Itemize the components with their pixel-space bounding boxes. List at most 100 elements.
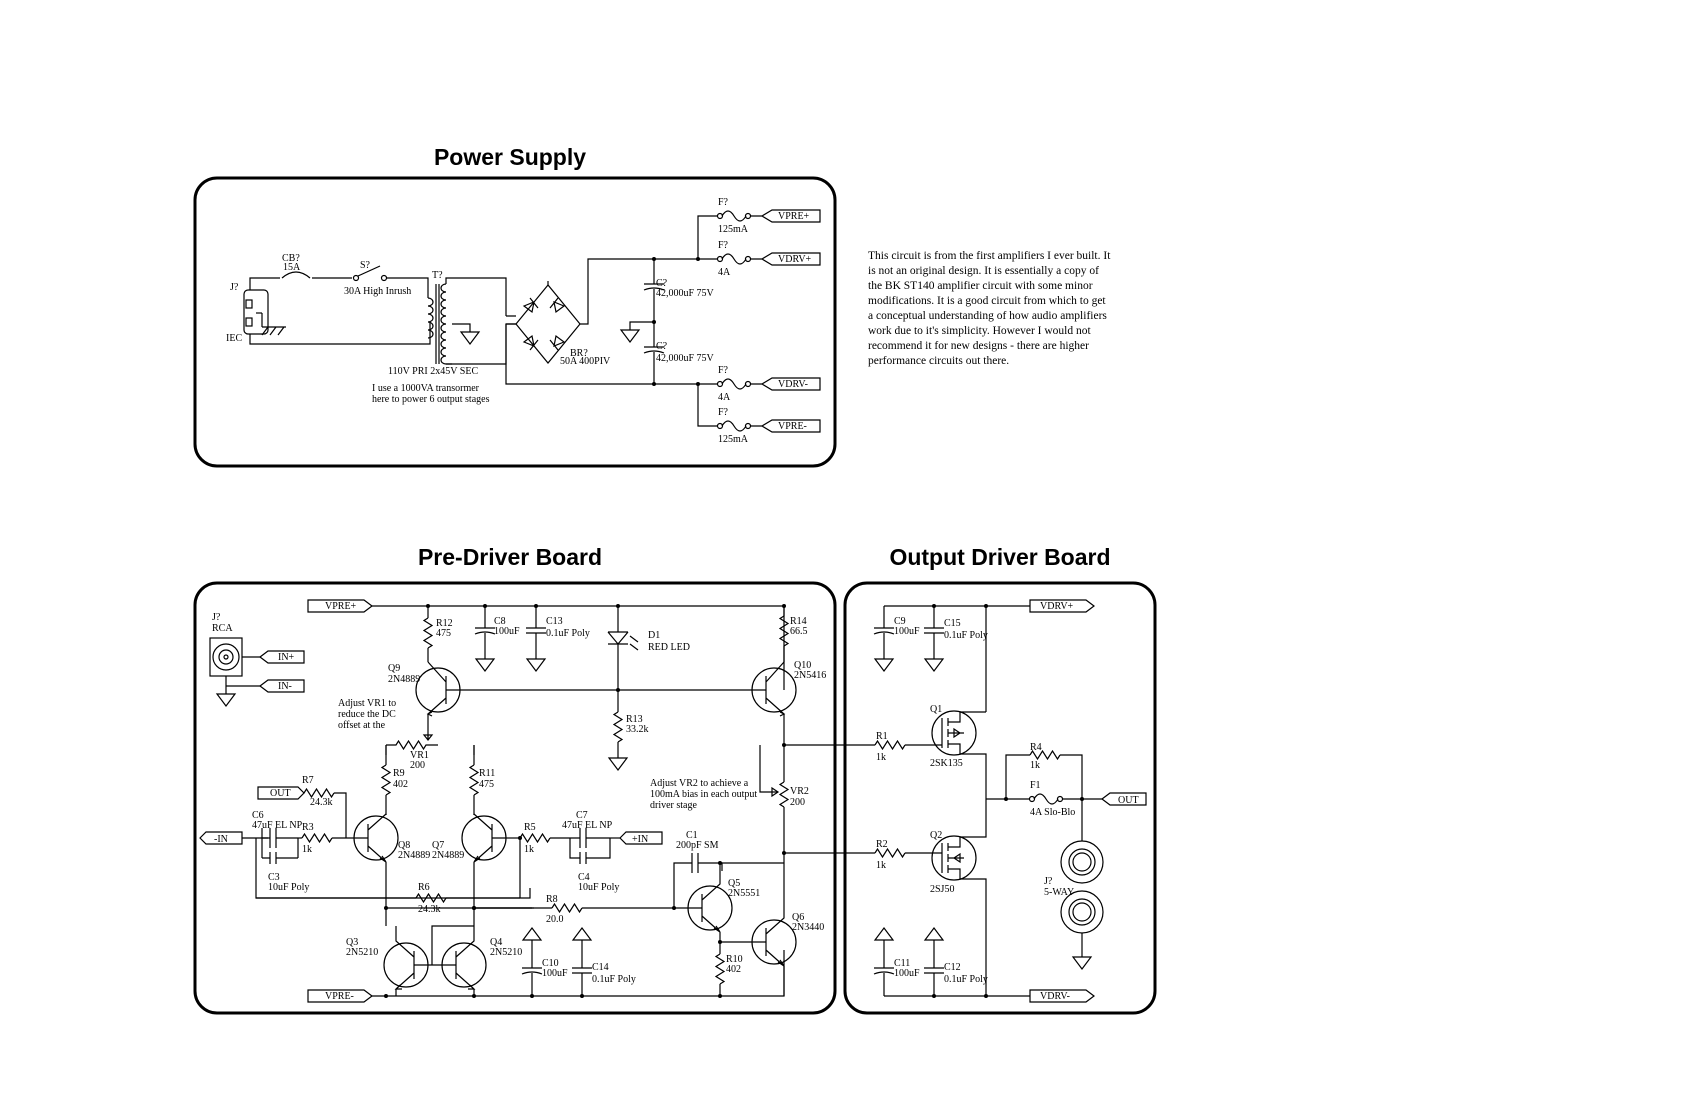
cb-ref: CB?	[282, 253, 300, 264]
fuse-ref: F?	[718, 240, 729, 251]
description-line: modifications. It is a good circuit from…	[868, 295, 1106, 307]
description-line: recommend it for new designs - there are…	[868, 340, 1089, 352]
q1-value: 2SK135	[930, 758, 963, 769]
binding-post-value: 5-WAY	[1044, 887, 1074, 898]
r8-value: 20.0	[546, 914, 564, 925]
c3-value: 10uF Poly	[268, 882, 309, 893]
r3-ref: R3	[302, 822, 314, 833]
fuse-value: 125mA	[718, 434, 749, 445]
fuse-vpre-plus: F? 125mA	[716, 197, 752, 235]
c6-ref: C6	[252, 810, 264, 821]
q4-value: 2N5210	[490, 947, 522, 958]
pre-driver-frame	[193, 581, 837, 1015]
r6-value: 24.3k	[418, 904, 441, 915]
q2-value: 2SJ50	[930, 884, 954, 895]
q10-value: 2N5416	[794, 670, 826, 681]
vr1-note-line: Adjust VR1 to	[338, 698, 396, 709]
transistor-q9: Q9 2N4889	[388, 661, 461, 717]
port-vpre-minus: VPRE-	[760, 419, 821, 433]
r12-ref: R12	[436, 618, 453, 629]
transistor-q10: Q10 2N5416	[751, 660, 826, 717]
port-vdrv-plus-in: VDRV+	[1029, 599, 1095, 613]
r7-value: 24.3k	[310, 797, 333, 808]
q4-ref: Q4	[490, 937, 502, 948]
cap-top-ref: C?	[656, 278, 668, 289]
port-out: OUT	[1101, 792, 1147, 806]
transformer-ref: T?	[432, 270, 443, 281]
fuse-value: 4A	[718, 267, 731, 278]
port-vdrv-minus: VDRV-	[760, 377, 821, 391]
c15-value: 0.1uF Poly	[944, 630, 988, 641]
q5-value: 2N5551	[728, 888, 760, 899]
bridge-ref: BR?	[570, 348, 588, 359]
cap-c1: C1 200pF SM	[673, 830, 723, 908]
c13-ref: C13	[546, 616, 563, 627]
cap-c12: C12 0.1uF Poly	[923, 927, 988, 996]
r6-ref: R6	[418, 882, 430, 893]
svg-text:IN+: IN+	[278, 652, 295, 663]
q8-value: 2N4889	[398, 850, 430, 861]
power-supply-frame	[193, 176, 837, 468]
vr1-note-line: offset at the	[338, 720, 386, 731]
bridge-value: 50A 400PIV	[560, 356, 611, 367]
svg-text:IN-: IN-	[278, 681, 292, 692]
r5-ref: R5	[524, 822, 536, 833]
r14-value: 66.5	[790, 626, 808, 637]
led-d1: D1 RED LED	[607, 606, 690, 690]
cap-c6: C6 47uF EL NP	[252, 810, 303, 864]
vr2-ref: VR2	[790, 786, 809, 797]
transformer-note-line: here to power 6 output stages	[372, 394, 490, 405]
description-line: work due to it's simplicity. However I w…	[868, 325, 1091, 337]
r14-ref: R14	[790, 616, 807, 627]
description-line: This circuit is from the first amplifier…	[868, 250, 1111, 262]
r9-value: 402	[393, 779, 408, 790]
port-out-feedback: OUT	[257, 786, 305, 800]
fuse-ref: F?	[718, 197, 729, 208]
r9-ref: R9	[393, 768, 405, 779]
c10-ref: C10	[542, 958, 559, 969]
svg-text:+IN: +IN	[632, 834, 648, 845]
rca-value: RCA	[212, 623, 233, 634]
c12-ref: C12	[944, 962, 961, 973]
binding-post-ref: J?	[1044, 876, 1053, 887]
r11-value: 475	[479, 779, 494, 790]
description-line: the BK ST140 amplifier circuit with some…	[868, 280, 1093, 292]
c4-ref: C4	[578, 872, 590, 883]
iec-connector: J? IEC	[226, 282, 286, 344]
port-vdrv-plus: VDRV+	[760, 252, 821, 266]
rca-ref: J?	[212, 612, 221, 623]
description-text: This circuit is from the first amplifier…	[868, 250, 1111, 367]
c10-value: 100uF	[542, 968, 568, 979]
cap-c8: C8 100uF	[474, 606, 520, 659]
c4-value: 10uF Poly	[578, 882, 619, 893]
description-line: is not an original design. It is essenti…	[868, 265, 1099, 277]
q6-ref: Q6	[792, 912, 804, 923]
switch-value: 30A High Inrush	[344, 286, 411, 297]
cap-c15: C15 0.1uF Poly	[924, 606, 988, 659]
svg-text:VPRE+: VPRE+	[778, 211, 810, 222]
svg-text:VDRV-: VDRV-	[778, 379, 808, 390]
port-vdrv-minus-in: VDRV-	[1029, 989, 1095, 1003]
port-neg-in: -IN	[199, 831, 243, 845]
transistor-q4: Q4 2N5210	[432, 926, 522, 996]
port-vpre-plus-in: VPRE+	[307, 599, 373, 613]
svg-text:VDRV+: VDRV+	[1040, 601, 1074, 612]
transistor-q3: Q3 2N5210	[346, 926, 432, 996]
q9-value: 2N4889	[388, 674, 420, 685]
transistor-q6: Q6 2N3440	[720, 853, 824, 967]
transformer: T? 110V PRI 2x45V SEC	[388, 270, 478, 377]
r1-ref: R1	[876, 731, 888, 742]
switch: S? 30A High Inrush	[344, 260, 429, 298]
port-in-minus: IN-	[259, 679, 305, 693]
svg-text:OUT: OUT	[270, 788, 291, 799]
svg-text:VPRE-: VPRE-	[778, 421, 807, 432]
d1-ref: D1	[648, 630, 660, 641]
r5-value: 1k	[524, 844, 534, 855]
r4-ref: R4	[1030, 742, 1042, 753]
binding-post-jack: J? 5-WAY	[1044, 840, 1104, 934]
cap-c10: C10 100uF	[521, 927, 568, 996]
rca-jack: J? RCA	[209, 612, 243, 677]
svg-text:VDRV-: VDRV-	[1040, 991, 1070, 1002]
c8-value: 100uF	[494, 626, 520, 637]
c6-value: 47uF EL NP	[252, 820, 303, 831]
